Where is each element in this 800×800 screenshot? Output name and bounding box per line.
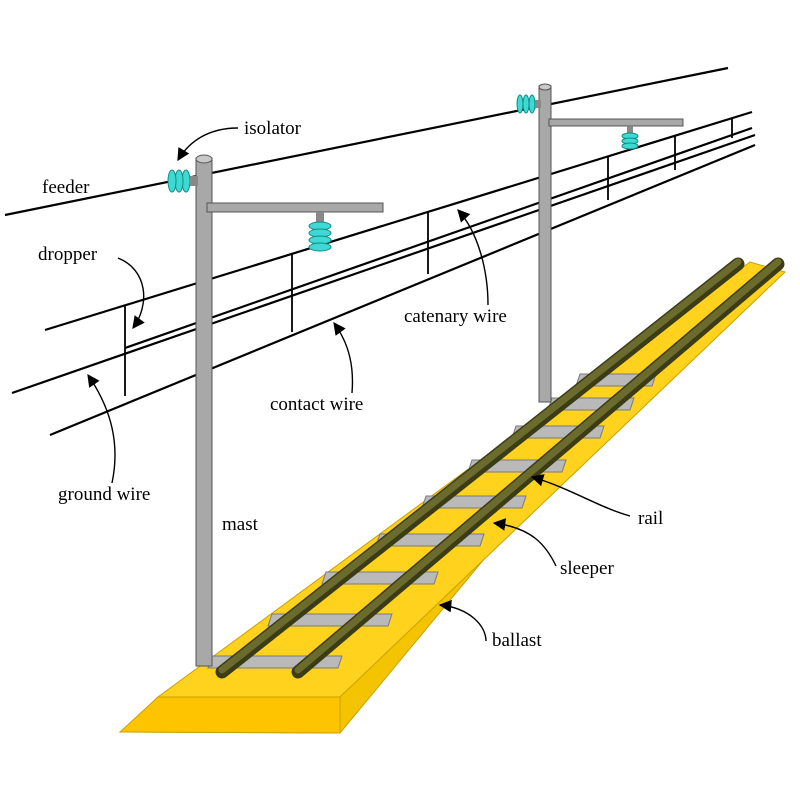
catenary-wire xyxy=(44,110,753,332)
isolator-icon xyxy=(516,94,541,114)
mast-top xyxy=(195,154,213,164)
mast-back xyxy=(516,83,684,403)
rail-arrow xyxy=(530,474,631,517)
ground-wire-arrow xyxy=(87,373,116,484)
label-rail: rail xyxy=(638,508,663,529)
rail-right-highlight xyxy=(294,258,782,674)
suspension-insulator-icon xyxy=(308,212,332,252)
sleeper-arrow xyxy=(492,518,557,567)
isolator-icon xyxy=(167,169,198,193)
isolator-arrow xyxy=(177,127,239,162)
label-ground-wire: ground wire xyxy=(58,484,150,505)
label-contact-wire: contact wire xyxy=(270,394,363,415)
contact-wire xyxy=(124,126,753,350)
dropper-arrow xyxy=(117,257,145,330)
return-wire xyxy=(49,143,756,437)
labels: isolator feeder dropper catenary wire co… xyxy=(38,118,663,651)
label-isolator: isolator xyxy=(244,118,302,139)
suspension-insulator-icon xyxy=(621,126,639,150)
rail-left-highlight xyxy=(218,258,742,674)
cantilever-arm xyxy=(548,118,684,127)
label-catenary-wire: catenary wire xyxy=(404,306,507,327)
mast-top xyxy=(538,83,552,91)
droppers xyxy=(124,118,733,396)
callout-arrows xyxy=(87,127,631,642)
label-feeder: feeder xyxy=(42,177,90,198)
mast xyxy=(538,85,552,403)
mast xyxy=(195,157,213,667)
mast-front xyxy=(167,154,384,667)
catenary-wire-arrow xyxy=(457,209,489,306)
feeder-wire xyxy=(4,66,729,217)
contact-wire-arrow xyxy=(333,321,354,394)
ground-wire xyxy=(11,133,756,395)
label-dropper: dropper xyxy=(38,244,98,265)
ballast-front-slope xyxy=(118,696,341,734)
label-mast: mast xyxy=(222,514,259,535)
label-ballast: ballast xyxy=(492,630,542,651)
ballast-arrow xyxy=(438,599,487,642)
cantilever-arm xyxy=(206,202,384,213)
label-sleeper: sleeper xyxy=(560,558,614,579)
rails xyxy=(215,257,785,679)
